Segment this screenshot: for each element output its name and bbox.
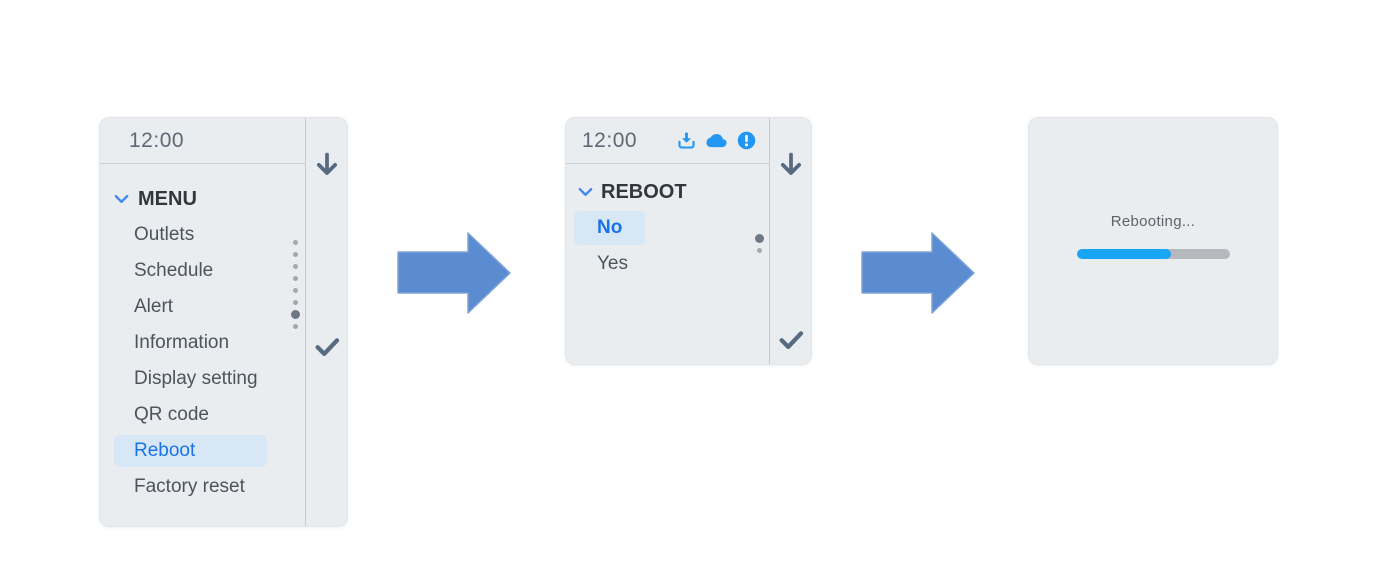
chevron-down-icon [114, 194, 129, 204]
scroll-current-dot [755, 233, 764, 243]
menu-item-information[interactable]: Information [134, 332, 230, 353]
progress-fill [1076, 249, 1172, 259]
menu-item-factory-reset[interactable]: Factory reset [134, 476, 245, 497]
menu-item-display-setting[interactable]: Display setting [134, 368, 258, 389]
status-icons [676, 130, 757, 151]
status-bar: 12:00 [100, 118, 305, 164]
scroll-position-dots [755, 232, 764, 256]
download-icon [678, 132, 695, 149]
reboot-section-header: REBOOT [566, 174, 769, 210]
control-rail [769, 118, 811, 364]
menu-item-qr-code[interactable]: QR code [134, 404, 209, 425]
reboot-screen-panel: 12:00 [565, 117, 812, 365]
chevron-down-icon [578, 187, 593, 197]
clock-text: 12:00 [129, 128, 185, 152]
menu-screen-panel: 12:00 MENU Outlets Schedule Alert Inform… [99, 117, 348, 527]
menu-item-schedule[interactable]: Schedule [134, 260, 214, 281]
scroll-position-dots [291, 236, 300, 332]
menu-item-outlets[interactable]: Outlets [134, 224, 195, 245]
arrow-down-button[interactable] [312, 149, 342, 179]
progress-bar [1076, 249, 1230, 259]
menu-section-header: MENU [100, 181, 305, 217]
arrow-down-button[interactable] [776, 149, 806, 179]
confirm-check-button[interactable] [776, 324, 806, 354]
rebooting-screen-panel: Rebooting... [1028, 117, 1278, 365]
flow-arrow-right [861, 232, 975, 314]
reboot-screen-main: 12:00 [566, 118, 769, 364]
rebooting-text: Rebooting... [1110, 213, 1196, 230]
confirm-check-button[interactable] [312, 331, 342, 361]
scroll-current-dot [291, 309, 300, 319]
menu-title: MENU [138, 187, 197, 210]
status-bar: 12:00 [566, 118, 769, 164]
option-yes[interactable]: Yes [597, 253, 628, 274]
rebooting-status: Rebooting... [1029, 213, 1277, 259]
flow-arrow-right [397, 232, 511, 314]
menu-item-reboot[interactable]: Reboot [114, 435, 267, 467]
reboot-title: REBOOT [601, 180, 687, 203]
alert-circle-icon [737, 131, 756, 150]
menu-screen-main: 12:00 MENU Outlets Schedule Alert Inform… [100, 118, 305, 526]
menu-item-alert[interactable]: Alert [134, 296, 174, 317]
clock-text: 12:00 [582, 128, 638, 152]
control-rail [305, 118, 347, 526]
option-no[interactable]: No [574, 211, 645, 245]
cloud-icon [706, 133, 727, 148]
